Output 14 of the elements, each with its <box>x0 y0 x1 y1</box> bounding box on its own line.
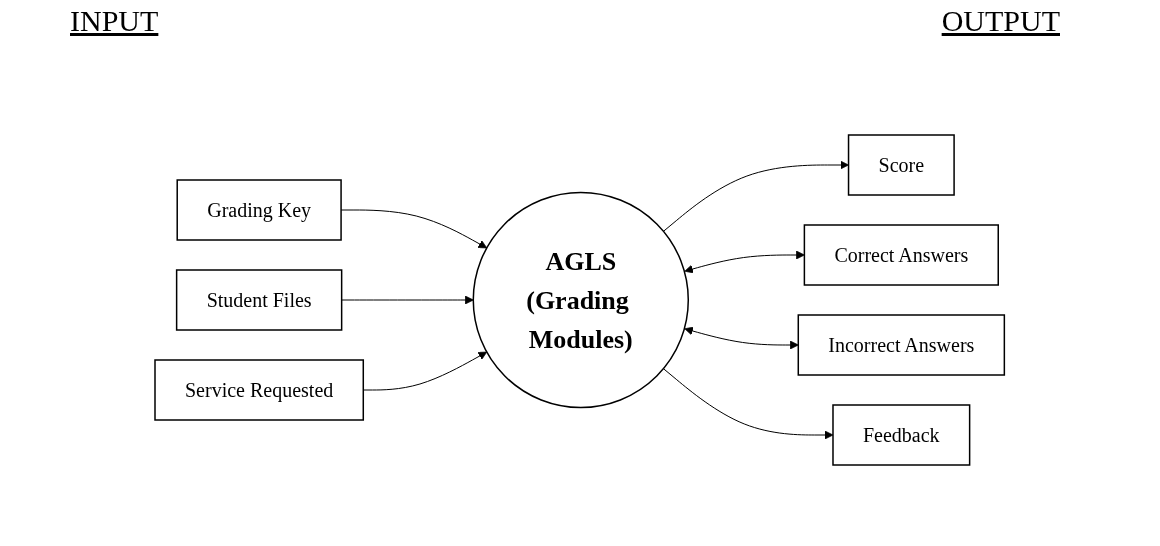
arrow <box>363 351 488 391</box>
column-heading: INPUT <box>70 4 159 39</box>
arrow <box>663 368 834 440</box>
node-box: Feedback <box>832 404 971 466</box>
node-box: Incorrect Answers <box>797 314 1006 376</box>
node-box: Score <box>848 134 956 196</box>
node-box: Grading Key <box>176 179 343 241</box>
node-box: Student Files <box>176 269 343 331</box>
arrow <box>341 295 474 305</box>
arrow <box>684 326 799 350</box>
node-circle: AGLS (Grading Modules) <box>472 191 690 409</box>
node-box: Correct Answers <box>803 224 1000 286</box>
node-box: Service Requested <box>154 359 365 421</box>
column-heading: OUTPUT <box>941 4 1060 39</box>
